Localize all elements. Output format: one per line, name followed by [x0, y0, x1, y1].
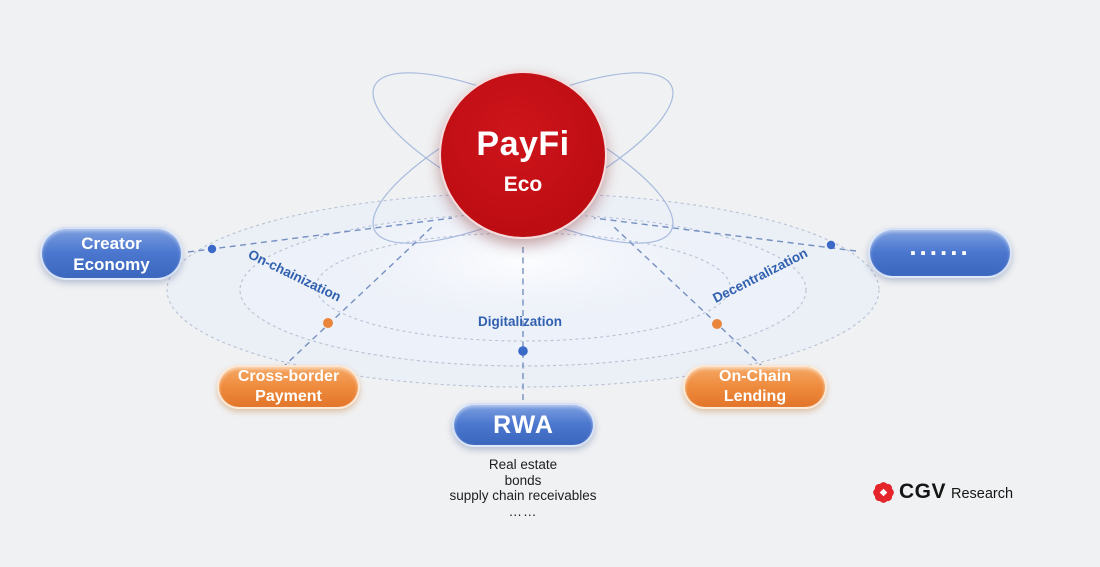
- logo-brand-text: CGV: [899, 480, 947, 503]
- cgv-research-logo: CGV Research: [872, 480, 1013, 504]
- rwa-detail-line: Real estate: [488, 457, 558, 472]
- dot-orange-left: [323, 318, 333, 328]
- dot-blue-left: [207, 244, 217, 254]
- logo-suffix-text: Research: [951, 486, 1014, 502]
- axis-label-digitalization: Digitalization: [478, 314, 562, 329]
- node-cross-border-payment: Cross-border Payment: [217, 365, 360, 409]
- payfi-subtitle: Eco: [503, 173, 543, 196]
- ray-cross-border: [281, 226, 433, 369]
- node-more: ......: [868, 228, 1012, 278]
- dot-blue-right: [826, 240, 836, 250]
- node-label-line: Economy: [73, 254, 150, 274]
- dot-orange-right: [712, 319, 722, 329]
- ray-more: [593, 217, 857, 252]
- dashed-ring-inner: [315, 232, 731, 342]
- dot-blue-center: [518, 346, 528, 356]
- flower-center-diamond: [879, 488, 888, 496]
- node-label-line: ......: [909, 230, 971, 261]
- flower-petals: [873, 481, 894, 503]
- node-label-line: RWA: [493, 410, 554, 439]
- node-label-line: Creator: [81, 233, 142, 253]
- ray-on-chain-lending: [613, 226, 765, 369]
- payfi-title: PayFi: [476, 125, 570, 163]
- node-label-line: Cross-border: [237, 368, 340, 385]
- rwa-detail-ellipsis: ……: [508, 503, 538, 519]
- rwa-details: Real estate bonds supply chain receivabl…: [408, 457, 638, 519]
- node-on-chain-lending: On-Chain Lending: [683, 365, 827, 409]
- node-label-line: On-Chain: [719, 368, 791, 385]
- ray-creator-economy: [187, 217, 453, 253]
- node-creator-economy: Creator Economy: [40, 227, 183, 280]
- payfi-eco-node: PayFi Eco: [439, 71, 607, 239]
- node-label-line: Lending: [723, 388, 787, 405]
- rwa-detail-line: supply chain receivables: [449, 488, 597, 503]
- rwa-detail-line: bonds: [504, 472, 542, 488]
- node-label-line: Payment: [255, 388, 322, 405]
- cgv-flower-icon: [873, 481, 894, 503]
- node-rwa: RWA: [452, 403, 595, 447]
